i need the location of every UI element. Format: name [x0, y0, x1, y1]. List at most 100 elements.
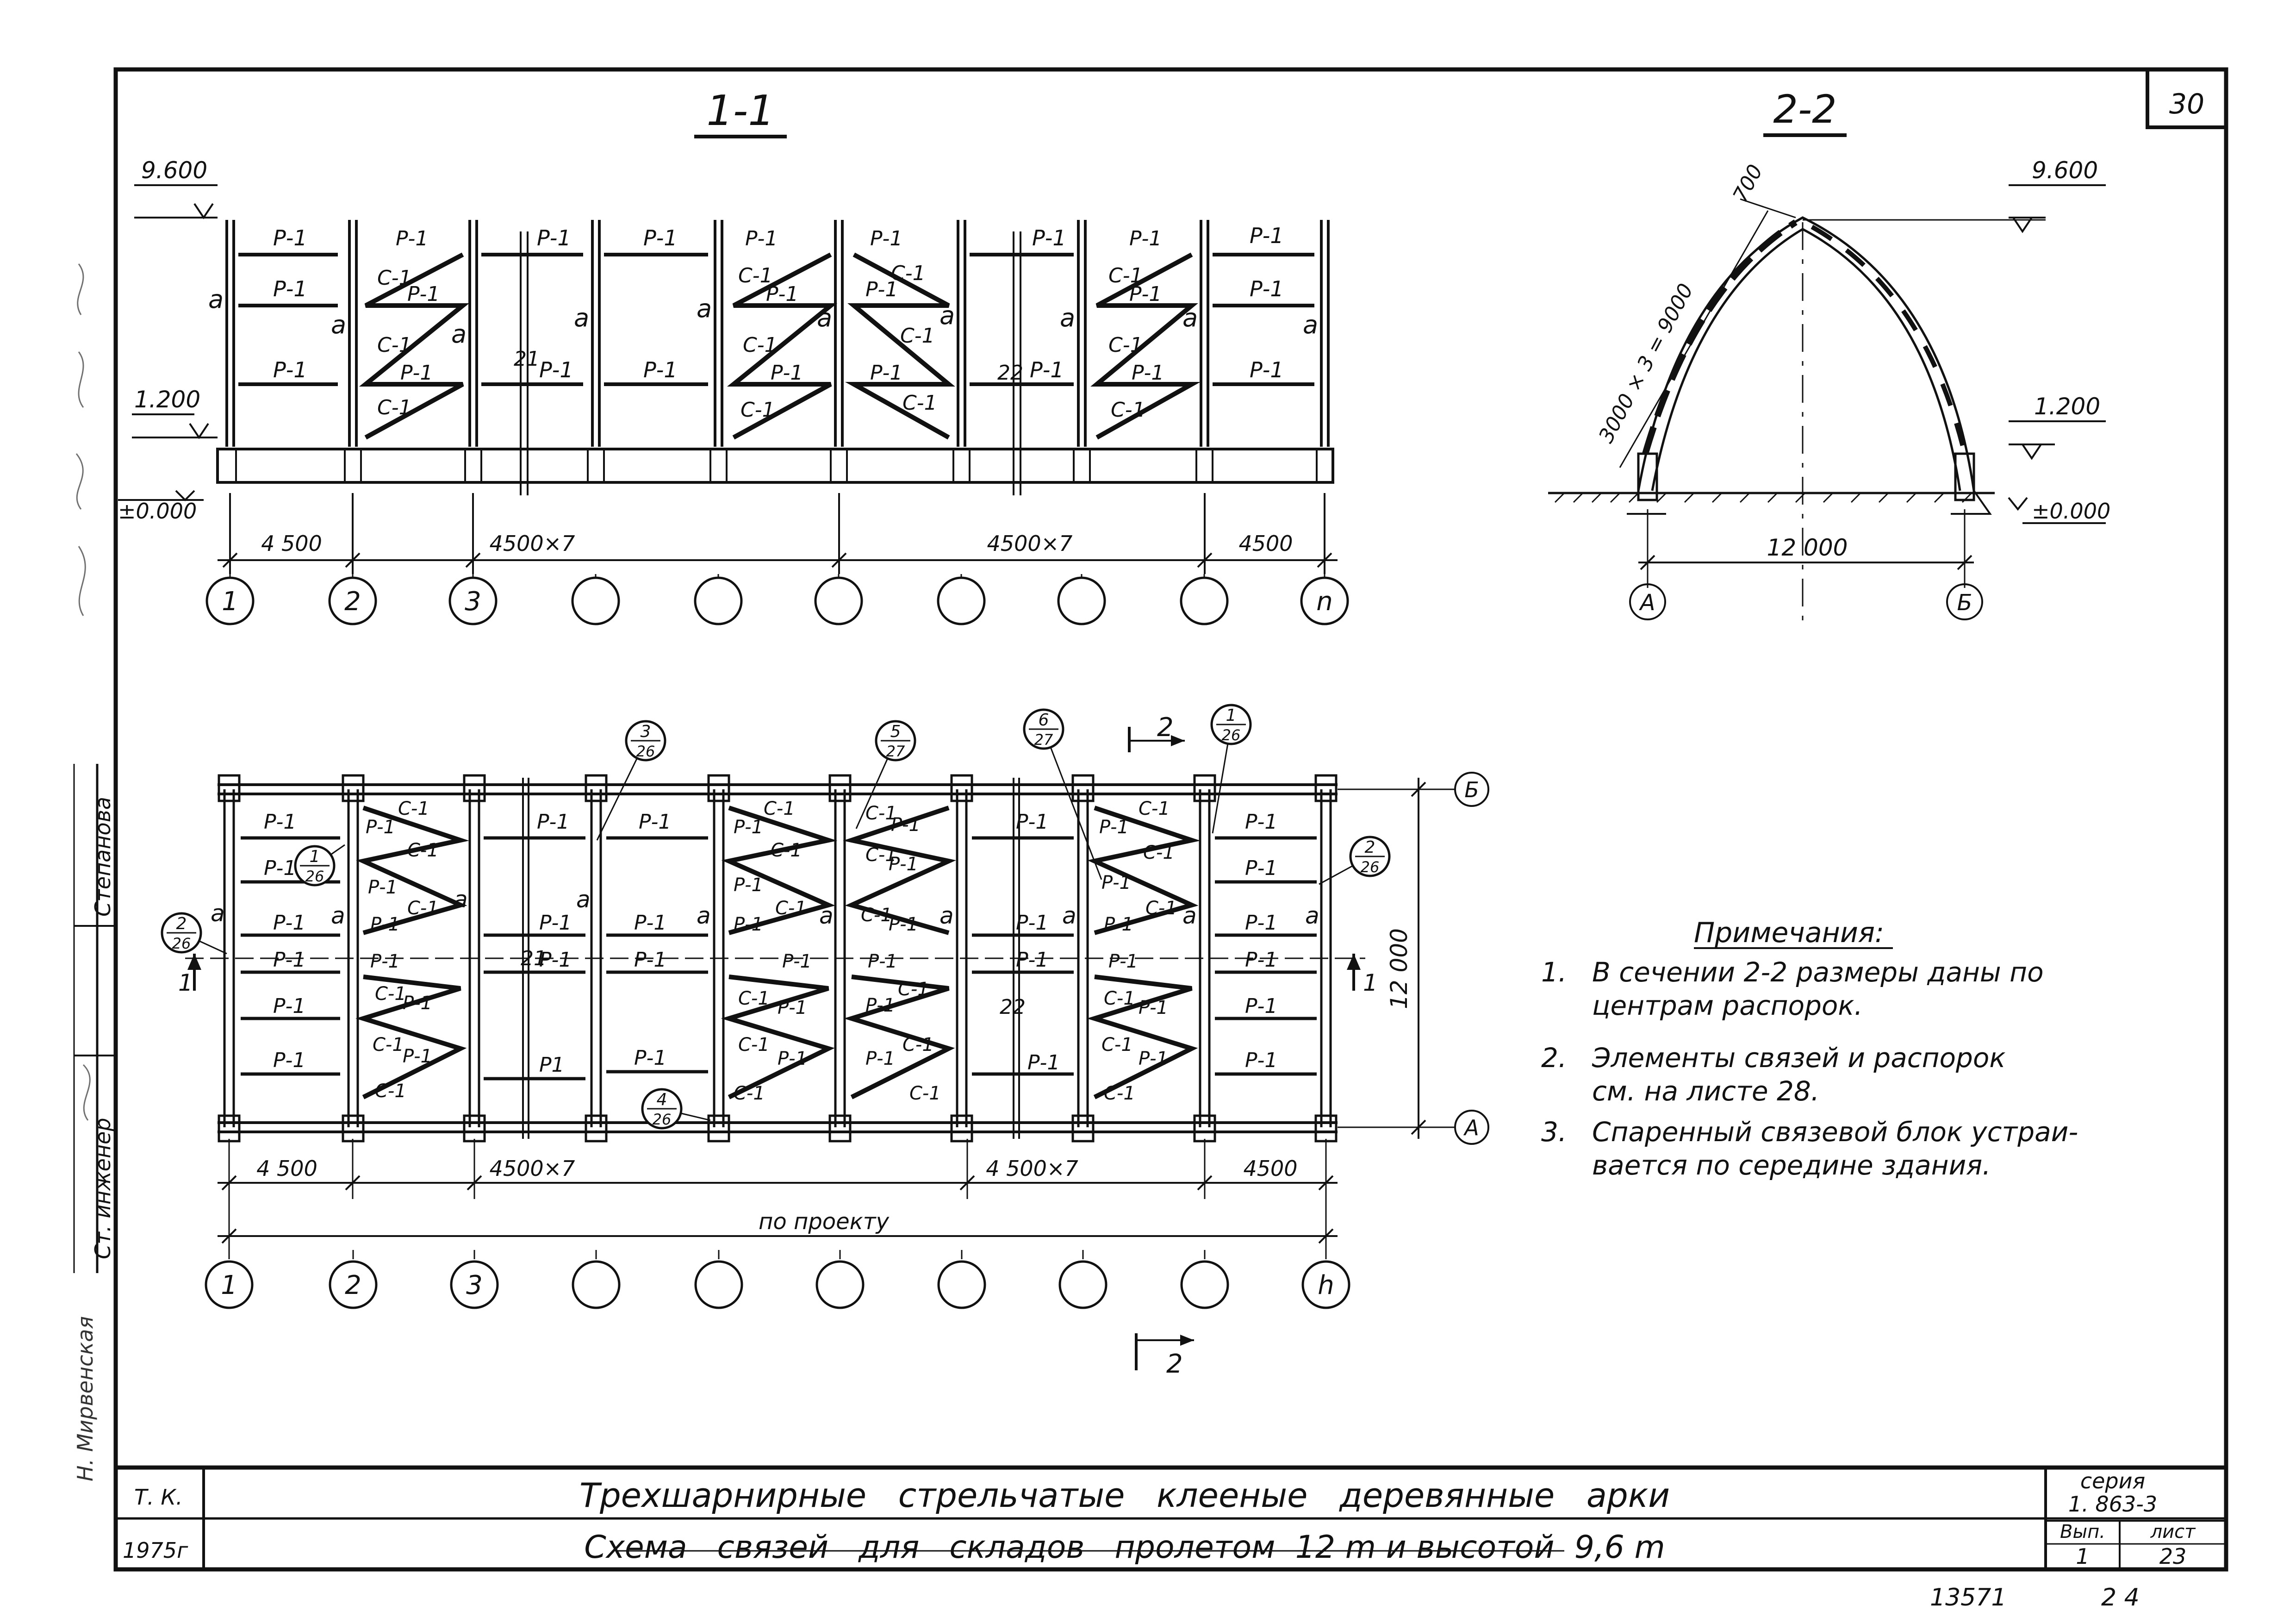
- svg-text:С-1: С-1: [865, 803, 897, 824]
- section-marker-1-left: 1: [178, 954, 201, 996]
- bracing-elevation: [359, 252, 1201, 440]
- support-block: [1314, 774, 1338, 802]
- svg-text:С-1: С-1: [743, 333, 778, 357]
- arch-level-ground: ±0.000: [2008, 497, 2110, 524]
- section-2-2-title: 2-2: [1773, 87, 1836, 132]
- svg-text:С-1: С-1: [1101, 1034, 1133, 1056]
- side-stamp-role: Ст. инженер: [90, 1118, 115, 1259]
- svg-text:Р-1: Р-1: [771, 361, 803, 385]
- support-block: [585, 1114, 608, 1143]
- svg-text:а: а: [817, 303, 832, 332]
- svg-text:Р-1: Р-1: [1139, 1048, 1168, 1069]
- support-block: [1071, 774, 1095, 802]
- side-stamp: Ст. инженер Степанова Н. Мирвенская: [73, 263, 116, 1481]
- svg-text:Р-1: Р-1: [539, 357, 573, 382]
- note-line: центрам распорок.: [1592, 990, 1863, 1021]
- svg-text:4500: 4500: [1238, 531, 1293, 556]
- svg-text:Р-1: Р-1: [865, 278, 898, 301]
- svg-text:А: А: [1463, 1115, 1479, 1140]
- svg-text:Р-1: Р-1: [1030, 357, 1064, 382]
- svg-text:Р-1: Р-1: [870, 227, 902, 250]
- axis-bubble: [448, 576, 498, 625]
- svg-text:С-1: С-1: [738, 1034, 770, 1056]
- svg-text:С-1: С-1: [377, 396, 412, 419]
- tb-footer-right: 2 4: [2101, 1584, 2140, 1612]
- axis-bubble: [815, 1260, 865, 1309]
- callout-sheet: 26: [1361, 858, 1380, 876]
- svg-text:а: а: [331, 310, 346, 339]
- svg-text:а: а: [451, 319, 467, 349]
- callout-sheet: 27: [1034, 731, 1053, 749]
- arch-span-dim: 12 000: [1767, 534, 1848, 561]
- plan-dimensions: 4 500 4500×7 4 500×7 4500 по проекту: [218, 1139, 1338, 1250]
- svg-text:а: а: [331, 902, 345, 929]
- svg-text:Р-1: Р-1: [273, 225, 307, 250]
- svg-text:1: 1: [178, 969, 193, 996]
- svg-text:С-1: С-1: [898, 979, 929, 1000]
- axis-bubble: [205, 1260, 254, 1309]
- svg-text:Р-1: Р-1: [1250, 276, 1284, 301]
- callout-number: 1: [310, 847, 320, 866]
- svg-text:С-1: С-1: [407, 898, 439, 919]
- svg-text:Р-1: Р-1: [1016, 911, 1048, 935]
- svg-text:С-1: С-1: [1145, 898, 1177, 919]
- svg-text:Р-1: Р-1: [643, 225, 678, 250]
- svg-text:Р-1: Р-1: [273, 911, 305, 935]
- drawing-frame: [113, 67, 2228, 1572]
- svg-text:Р-1: Р-1: [734, 874, 763, 896]
- svg-text:С-1: С-1: [407, 840, 439, 861]
- callout-sheet: 26: [636, 743, 655, 760]
- side-stamp-name: Степанова: [90, 797, 115, 917]
- svg-text:Р-1: Р-1: [1032, 225, 1066, 250]
- sheet-number: 30: [2169, 88, 2204, 120]
- note-line: В сечении 2-2 размеры даны по: [1592, 956, 2044, 988]
- svg-text:±0.000: ±0.000: [118, 499, 197, 524]
- svg-text:Р-1: Р-1: [639, 810, 671, 834]
- support-block: [950, 1114, 973, 1143]
- svg-text:4500: 4500: [1243, 1156, 1297, 1181]
- axis-label: 1: [222, 587, 238, 617]
- svg-text:С-1: С-1: [909, 1083, 941, 1104]
- svg-text:С-1: С-1: [734, 1083, 765, 1104]
- svg-text:С-1: С-1: [738, 988, 770, 1009]
- svg-text:Р-1: Р-1: [1245, 994, 1277, 1018]
- svg-text:Р-1: Р-1: [1027, 1051, 1060, 1074]
- svg-text:Р1: Р1: [539, 1053, 565, 1077]
- svg-text:21: 21: [514, 347, 540, 371]
- section-marker-2-bottom: 2: [1135, 1333, 1194, 1379]
- svg-text:Р-1: Р-1: [634, 948, 666, 972]
- svg-text:21: 21: [521, 947, 547, 970]
- axis-bubble: [694, 576, 743, 625]
- axis-bubble: [1300, 576, 1349, 625]
- svg-text:Р-1: Р-1: [273, 1049, 305, 1072]
- svg-text:Р-1: Р-1: [889, 854, 918, 875]
- svg-text:Р-1: Р-1: [865, 1048, 895, 1069]
- note-number: 1.: [1541, 956, 1567, 988]
- elevation-dimensions: 4 500 4500×7 4500×7 4500: [218, 493, 1338, 574]
- svg-text:Р-1: Р-1: [868, 951, 897, 972]
- axis-label: 3: [465, 587, 481, 617]
- side-stamp-signatures: [75, 263, 91, 1121]
- svg-text:Р-1: Р-1: [870, 361, 902, 385]
- callout-number: 4: [657, 1090, 667, 1109]
- svg-text:С-1: С-1: [740, 398, 775, 422]
- svg-text:4 500: 4 500: [261, 531, 322, 556]
- svg-text:Р-1: Р-1: [396, 227, 428, 250]
- tb-org: Т. К.: [134, 1485, 183, 1510]
- svg-text:а: а: [1062, 902, 1076, 929]
- support-block: [342, 1114, 365, 1143]
- svg-text:1.200: 1.200: [134, 386, 200, 413]
- svg-text:Р-1: Р-1: [1099, 817, 1129, 838]
- plan-width-dim: 12 000 Б А: [1338, 772, 1489, 1145]
- svg-text:Р-1: Р-1: [734, 914, 763, 935]
- svg-text:С-1: С-1: [1104, 988, 1135, 1009]
- svg-text:4 500: 4 500: [256, 1156, 317, 1181]
- svg-text:Р-1: Р-1: [1250, 357, 1284, 382]
- axis-bubble: [814, 576, 863, 625]
- svg-text:С-1: С-1: [375, 983, 406, 1005]
- tb-subtitle: Схема связей для складов пролетом 12 m и…: [584, 1529, 1665, 1566]
- svg-text:А: А: [1639, 590, 1655, 616]
- axis-label: 3: [466, 1270, 483, 1300]
- svg-text:Р-1: Р-1: [1245, 810, 1277, 834]
- elevation-mid: 1.200: [132, 386, 218, 439]
